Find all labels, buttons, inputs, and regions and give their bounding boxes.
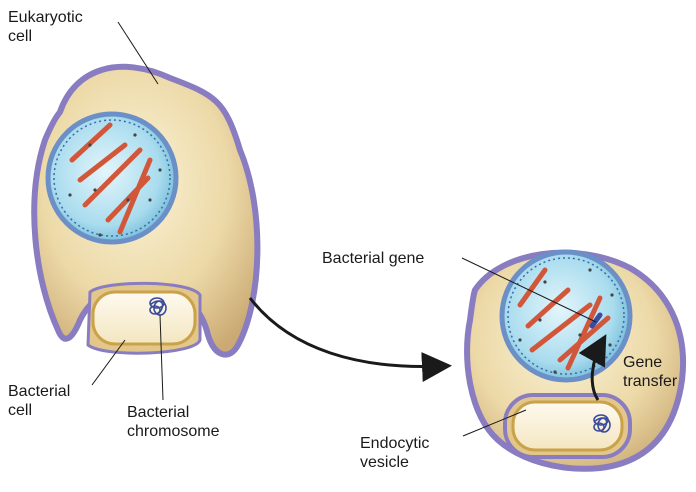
eukaryotic-cell-left <box>34 67 257 355</box>
label-bacterial-cell: Bacterial cell <box>8 382 70 420</box>
nucleus-left <box>48 114 176 242</box>
label-eukaryotic-cell: Eukaryotic cell <box>8 8 83 46</box>
label-bacterial-gene: Bacterial gene <box>322 249 424 268</box>
label-endocytic-vesicle: Endocytic vesicle <box>360 434 429 472</box>
nucleus-right <box>502 252 630 380</box>
bacterial-cell <box>88 283 200 353</box>
label-bacterial-chromosome: Bacterial chromosome <box>127 403 219 441</box>
endocytic-vesicle <box>505 395 630 457</box>
label-gene-transfer: Gene transfer <box>623 353 677 391</box>
transition-arrow <box>250 298 443 366</box>
